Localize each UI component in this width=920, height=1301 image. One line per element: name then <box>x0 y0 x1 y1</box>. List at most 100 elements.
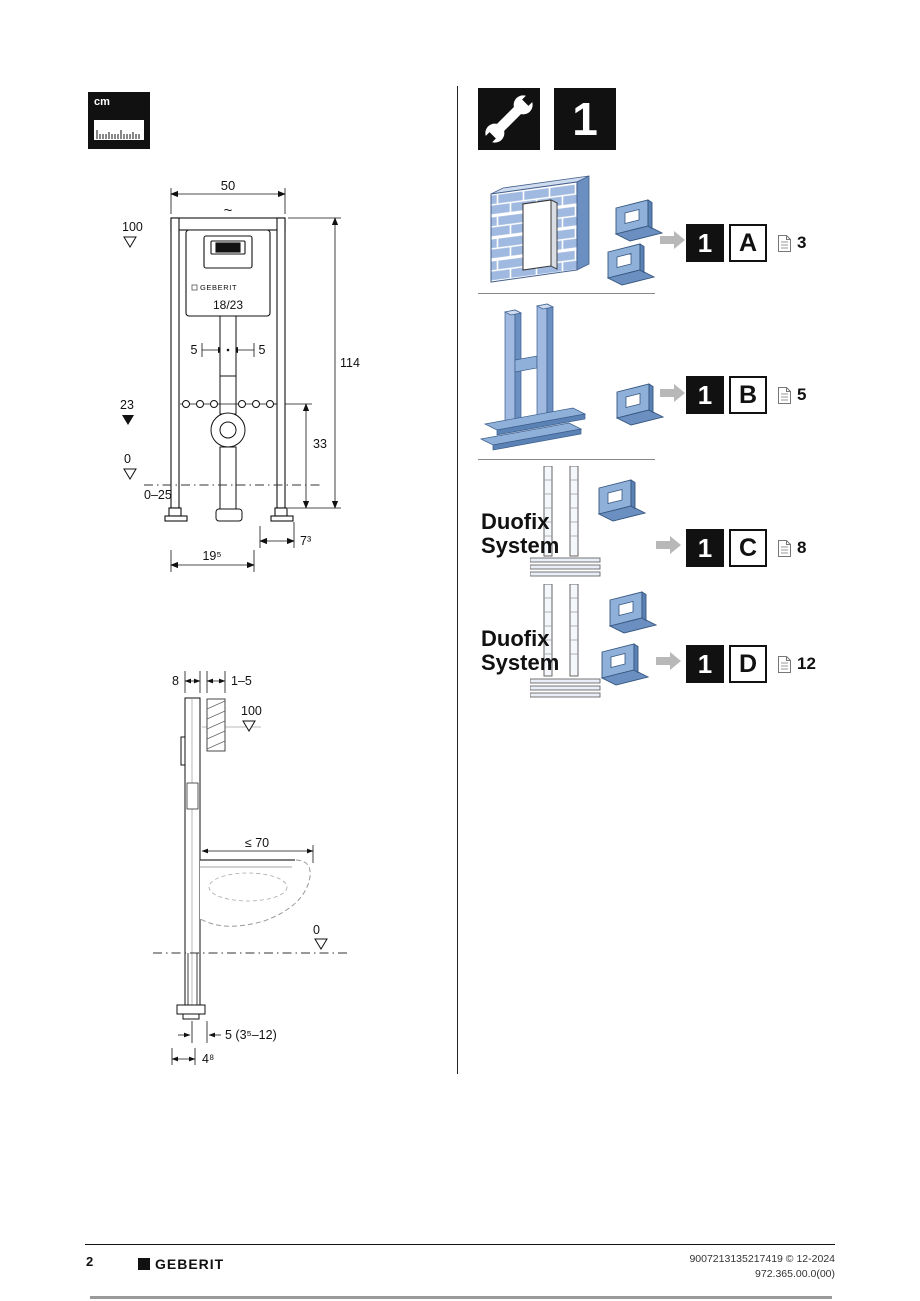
variant-letter-box: D <box>729 645 767 683</box>
cistern <box>185 229 271 317</box>
variant-ref-c: 1 C 8 <box>686 529 806 567</box>
dim-pipe-offset: 4⁸ <box>202 1052 214 1066</box>
mounting-frame <box>164 217 294 522</box>
bracket-icon-b <box>616 383 664 426</box>
variant-ref-b: 1 B 5 <box>686 376 806 414</box>
document-icon <box>778 655 791 673</box>
page-number: 2 <box>86 1254 94 1269</box>
level-mark-open-top <box>242 720 256 732</box>
variant-letter-box: C <box>729 529 767 567</box>
wc-bowl-outline <box>199 859 311 927</box>
document-icon <box>778 539 791 557</box>
dim-top-level: 100 <box>122 220 143 234</box>
brackets-icon-d <box>601 591 657 686</box>
drain-and-foot <box>176 953 206 1020</box>
level-mark-open-floor <box>314 938 328 950</box>
dim-outlet-offset: 7³ <box>300 534 311 548</box>
brick-wall-illustration <box>490 175 590 283</box>
brand-square-mark <box>191 284 198 291</box>
step-number-box: 1 <box>686 224 724 262</box>
geberit-logo: GEBERIT <box>138 1256 224 1272</box>
dim-offset-left: 5 <box>191 343 198 357</box>
footer-rule <box>85 1244 835 1245</box>
step-number-box: 1 <box>686 645 724 683</box>
duofix-label-line1: Duofix <box>481 626 550 651</box>
brackets-icon-a <box>607 199 663 286</box>
geberit-logo-text: GEBERIT <box>155 1256 225 1272</box>
break-mark: ~ <box>224 202 233 219</box>
wrench-icon <box>481 91 537 147</box>
bracket-icon-c <box>598 479 646 522</box>
dim-top-level: 100 <box>241 704 262 718</box>
row-separator <box>478 293 655 294</box>
floor-rails <box>479 407 587 451</box>
dim-frame-depth: 8 <box>172 674 179 688</box>
doc-id: 9007213135217419 © 12-2024 <box>689 1253 835 1265</box>
page-edge-strip <box>90 1296 832 1299</box>
stud-wall-illustration <box>479 303 587 451</box>
doc-code: 972.365.00.0(00) <box>755 1267 835 1280</box>
dim-wall-distance: 1–5 <box>231 674 252 688</box>
geberit-logo-mark <box>138 1258 150 1270</box>
step-number-box: 1 <box>686 529 724 567</box>
variant-ref-a: 1 A 3 <box>686 224 806 262</box>
page-reference: 8 <box>777 538 806 558</box>
dim-offset-right: 5 <box>259 343 266 357</box>
variant-letter-box: A <box>729 224 767 262</box>
arrow-right-icon <box>660 384 685 402</box>
dim-floor-level: 0 <box>124 452 131 466</box>
page-reference: 12 <box>777 654 816 674</box>
row-separator <box>478 459 655 460</box>
arrow-right-icon <box>656 652 681 670</box>
level-mark-open-top <box>123 236 137 248</box>
page-ref-number: 5 <box>797 385 807 404</box>
dim-max-bowl-depth: ≤ 70 <box>245 836 269 850</box>
dim-outlet-height: 33 <box>313 437 327 451</box>
flush-and-drain-pipes <box>210 315 246 522</box>
unit-cm-badge: cm <box>88 92 150 149</box>
column-divider <box>457 86 458 1074</box>
side-view-drawing: 8 1–5 100 ≤ 70 0 5 (3⁵–12) 4⁸ <box>153 671 350 1066</box>
arrow-right-icon <box>660 231 685 249</box>
duofix-system-label: Duofix System <box>481 509 560 559</box>
duofix-rails-illustration <box>530 466 601 577</box>
document-identifiers: 9007213135217419 © 12-2024 972.365.00.0(… <box>580 1252 835 1281</box>
flush-plate-size: 18/23 <box>213 298 243 312</box>
studs <box>503 303 555 424</box>
arrow-right-icon <box>656 536 681 554</box>
dim-frame-height: 114 <box>340 356 360 370</box>
cistern-brand-label: GEBERIT <box>200 283 237 292</box>
chapter-number: 1 <box>572 93 598 145</box>
document-icon <box>778 234 791 252</box>
dim-floor-range: 0–25 <box>144 488 172 502</box>
duofix-label-line2: System <box>481 533 560 559</box>
page-ref-number: 12 <box>797 654 816 673</box>
duofix-label-line2: System <box>481 650 560 676</box>
step-number-box: 1 <box>686 376 724 414</box>
dim-floor-level: 0 <box>313 923 320 937</box>
page-reference: 5 <box>777 385 806 405</box>
variant-ref-d: 1 D 12 <box>686 645 816 683</box>
panel-side-face <box>550 199 558 270</box>
front-view-drawing: 50 ~ 100 GEBERIT 18/23 5 5 114 23 33 0 0… <box>120 178 360 572</box>
dimension-lines <box>171 671 314 1065</box>
dim-frame-width: 50 <box>221 178 235 193</box>
duofix-system-label: Duofix System <box>481 626 560 676</box>
document-icon <box>778 386 791 404</box>
dim-outlet-depth: 19⁵ <box>202 549 221 563</box>
duofix-label-line1: Duofix <box>481 509 550 534</box>
dim-pipe-setout: 5 (3⁵–12) <box>225 1028 277 1042</box>
wall-section-hatched <box>206 698 226 752</box>
level-mark-filled-outlet <box>122 415 134 425</box>
dim-outlet-level: 23 <box>120 398 134 412</box>
page-ref-number: 8 <box>797 538 807 557</box>
panel-front-face <box>522 199 552 271</box>
fixing-bracket <box>180 348 276 408</box>
chapter-number-box: 1 <box>554 88 616 150</box>
frame-profile <box>180 697 201 1009</box>
variant-letter-box: B <box>729 376 767 414</box>
duofix-rails-illustration <box>530 584 601 698</box>
ruler-icon <box>94 120 144 140</box>
wall-side-face <box>576 175 590 271</box>
